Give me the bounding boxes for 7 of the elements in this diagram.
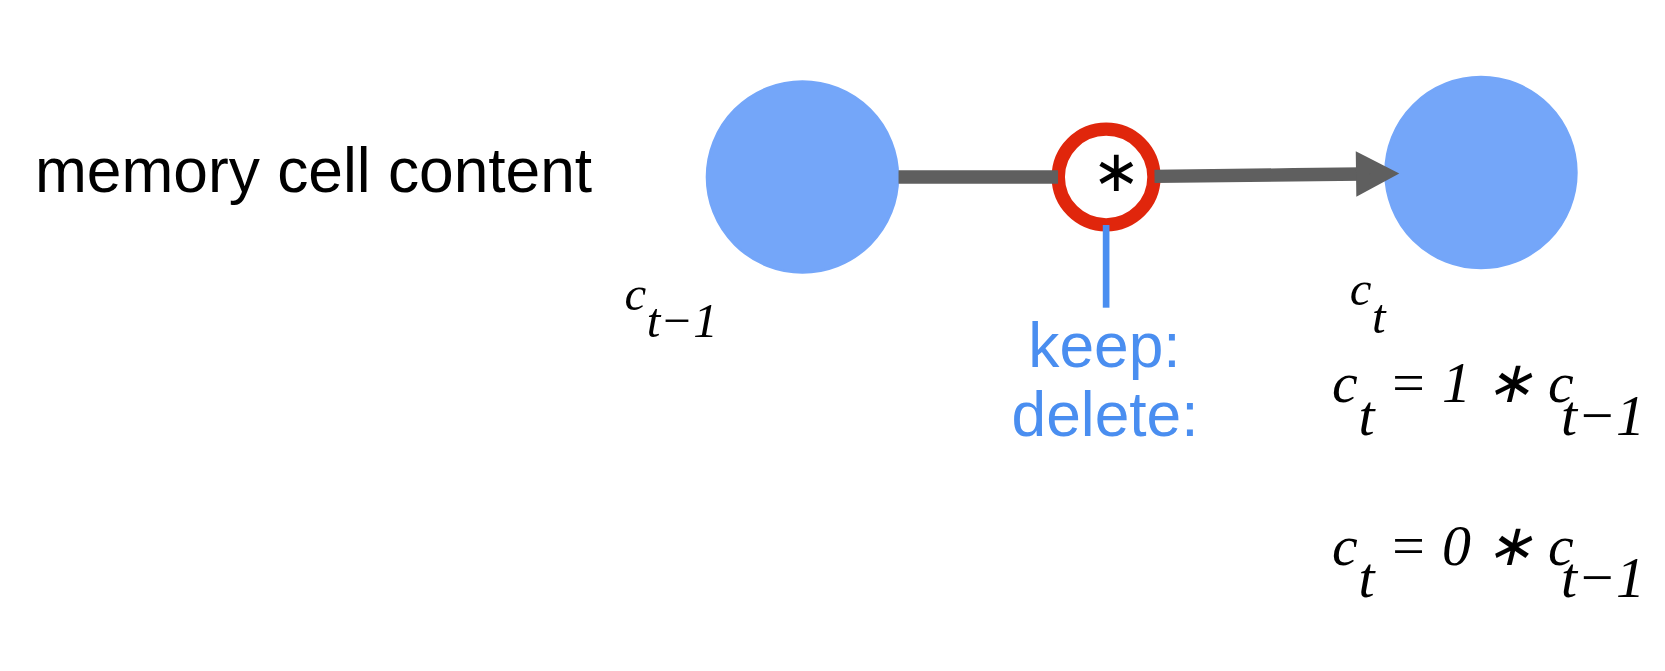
node-circle	[705, 80, 900, 274]
arrow	[1154, 151, 1400, 197]
connector	[898, 170, 1058, 184]
label: memory cell content	[35, 136, 593, 206]
node-text: keep: delete:	[1011, 310, 1199, 449]
node-circle	[1384, 75, 1578, 270]
node-circle: ∗	[1051, 122, 1161, 232]
